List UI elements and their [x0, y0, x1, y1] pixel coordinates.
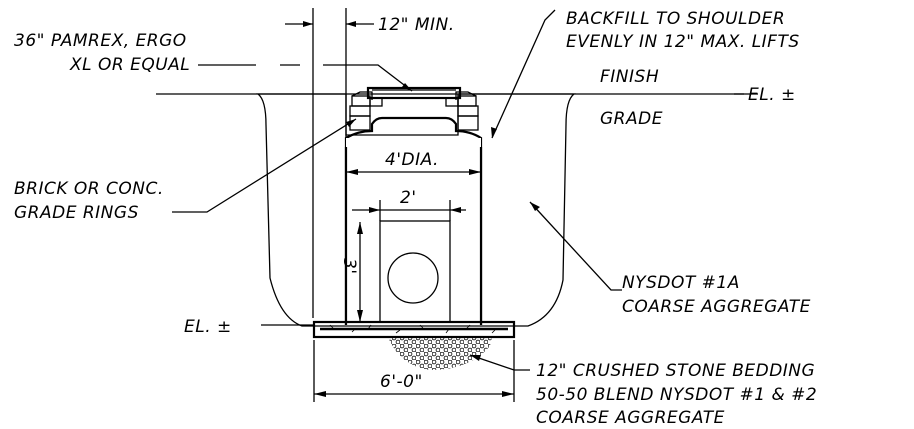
grade-rings-label-line1: BRICK OR CONC.: [14, 179, 164, 199]
base-slab-hatch: [329, 324, 496, 334]
base-width-label: 6'-0": [380, 372, 423, 392]
elevation-top-label: EL. ±: [748, 85, 796, 105]
grade-label: GRADE: [600, 109, 663, 129]
casting-label-line1: 36" PAMREX, ERGO: [14, 31, 187, 51]
base-width-dimension: [313, 340, 515, 402]
aggregate-label-line2: COARSE AGGREGATE: [622, 297, 811, 317]
manhole-interior: [346, 138, 481, 325]
finish-label: FINISH: [600, 67, 659, 87]
backfill-label-line2: EVENLY IN 12" MAX. LIFTS: [566, 32, 800, 52]
diameter-label: 4'DIA.: [385, 150, 439, 170]
pipe-width-dimension: [352, 200, 466, 221]
leader-lines: [172, 9, 744, 371]
bedding-label-line1: 12" CRUSHED STONE BEDDING: [536, 361, 815, 381]
bedding-label-line3: COARSE AGGREGATE: [536, 408, 725, 428]
aggregate-label-line1: NYSDOT #1A: [622, 273, 740, 293]
backfill-aggregate-zone: [256, 93, 576, 327]
bedding-label-line2: 50-50 BLEND NYSDOT #1 & #2: [536, 385, 817, 405]
diameter-dimension: [346, 169, 481, 175]
pipe-opening: [387, 252, 439, 304]
pipe-width-label: 2': [400, 188, 417, 208]
depth-dimension: [357, 222, 363, 322]
elevation-bottom-label: EL. ±: [184, 317, 232, 337]
crushed-stone-bedding: [388, 337, 492, 370]
backfill-label-line1: BACKFILL TO SHOULDER: [566, 9, 785, 29]
min-clearance-label: 12" MIN.: [378, 15, 455, 35]
min-clearance-dimension: [285, 8, 374, 318]
frame-and-cover: [366, 86, 462, 107]
depth-label: 3': [339, 258, 359, 275]
grade-rings-label-line2: GRADE RINGS: [14, 203, 139, 223]
casting-label-line2: XL OR EQUAL: [69, 55, 190, 75]
manhole-cone: [344, 116, 483, 147]
